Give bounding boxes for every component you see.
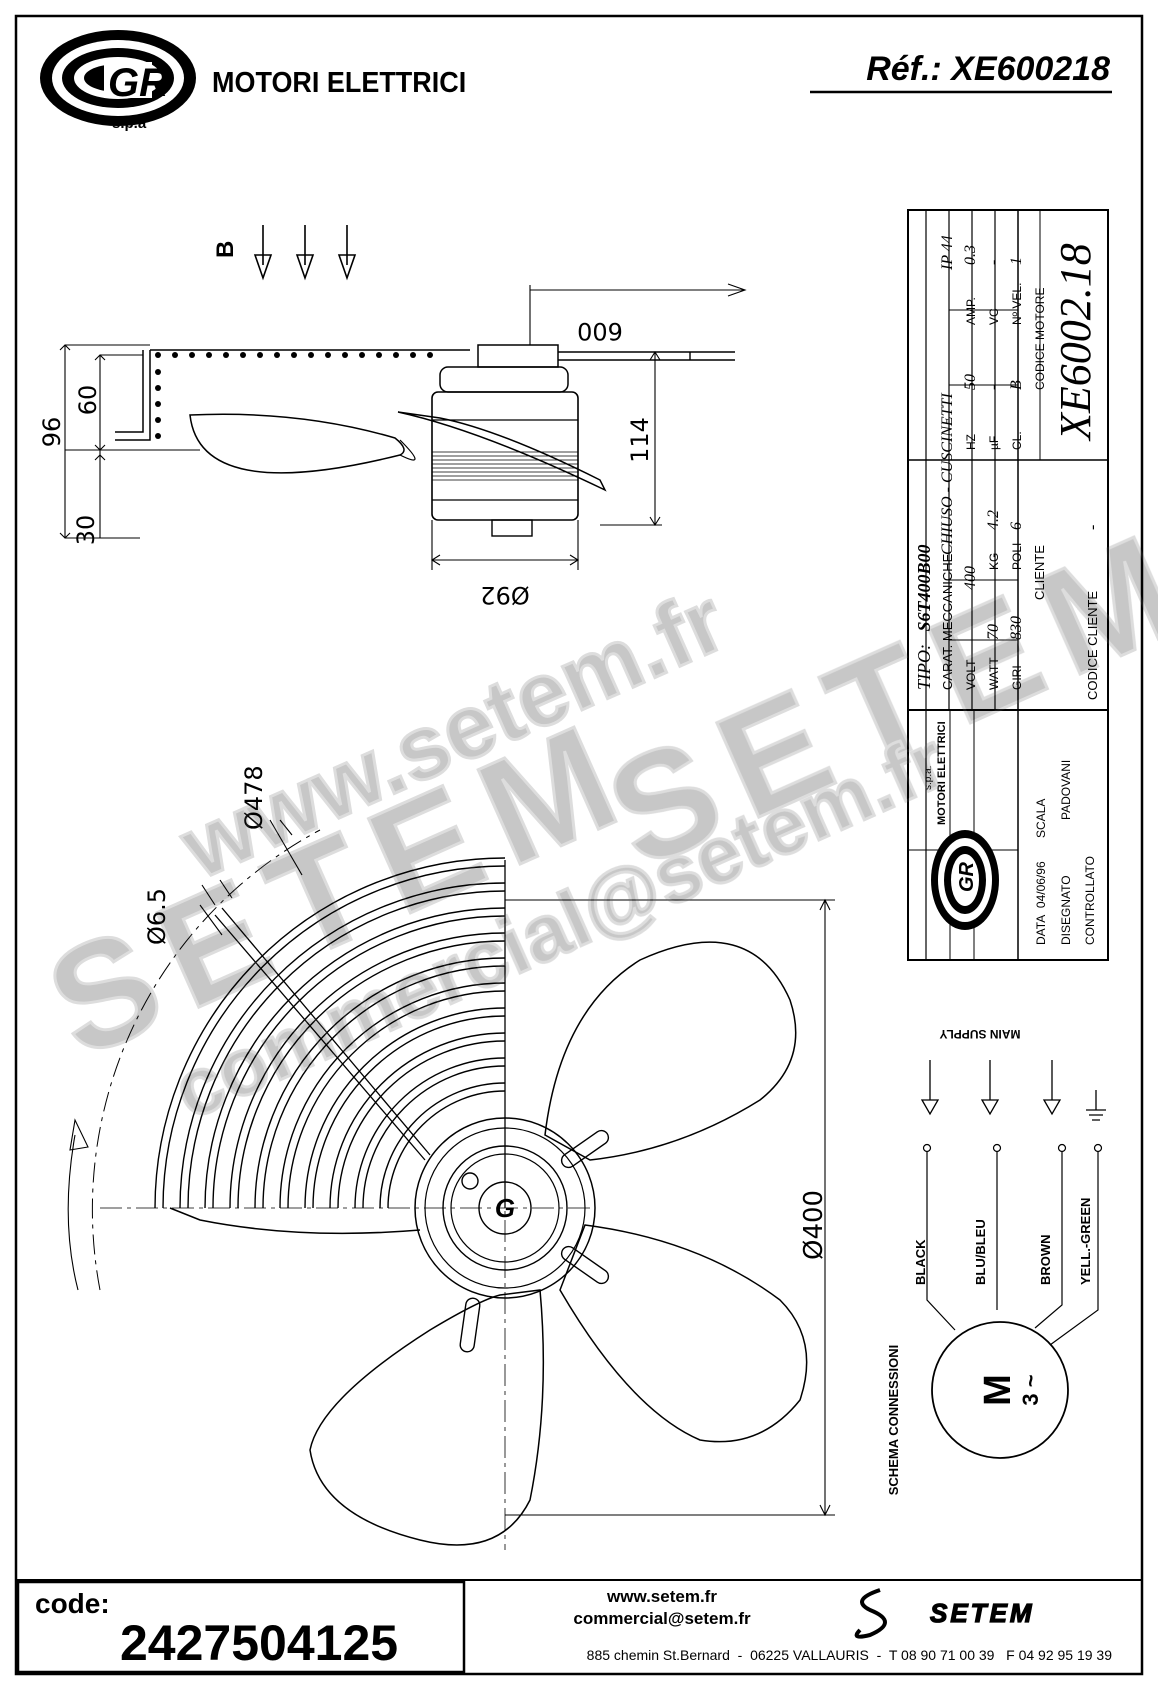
svg-text:DATA 04/06/96: DATA 04/06/96 [1034, 861, 1048, 945]
uf-value: - [985, 385, 1002, 390]
view-label: B [212, 241, 239, 258]
motor-phase: 3 ~ [1018, 1374, 1043, 1405]
dim-motor-diameter: Ø92 [480, 581, 529, 609]
wire-black: BLACK [913, 1239, 928, 1285]
disegnato-value: PADOVANI [1059, 760, 1073, 820]
codice-cliente-value: - [1084, 525, 1101, 530]
grille-side-rods [155, 352, 433, 439]
volt-label: VOLT [964, 659, 978, 690]
vc-label: VC [987, 308, 1001, 325]
dim-grille-diameter: Ø478 [240, 765, 268, 830]
footer-address: 885 chemin St.Bernard - 06225 VALLAURIS … [587, 1647, 1113, 1663]
volt-value: 400 [962, 566, 979, 590]
svg-text:GR: GR [108, 61, 168, 105]
logo-company-small: MOTORI ELETTRICI [936, 721, 948, 825]
scala-label: SCALA [1034, 799, 1048, 838]
amp-label: AMP. [964, 297, 978, 325]
dim-height-grille: 60 [74, 385, 102, 416]
svg-text:GR: GR [956, 861, 978, 892]
dim-height-base: 30 [72, 515, 100, 546]
data-label: DATA [1034, 915, 1048, 945]
schema-label: SCHEMA CONNESSIONI [886, 1345, 901, 1495]
poli-value: 6 [1008, 522, 1025, 530]
grille-rings [154, 857, 506, 1209]
nvel-value: 1 [1008, 257, 1025, 265]
svg-text:G: G [495, 1193, 515, 1223]
front-view: G [67, 819, 835, 1550]
data-value: 04/06/96 [1034, 861, 1048, 908]
watt-label: WATT [987, 657, 1001, 690]
dim-blade-diameter: Ø400 [799, 1190, 829, 1260]
wire-blue: BLU/BLEU [973, 1219, 988, 1285]
dim-height-total: 96 [38, 417, 66, 448]
carat-label: CARAT. MECCANICHE [940, 553, 955, 690]
amp-value: 0.3 [962, 245, 979, 265]
company-name: MOTORI ELETTRICI [212, 66, 466, 98]
side-view [59, 225, 747, 570]
title-block-text: TIPO: S6T400B00 CARAT. MECCANICHE CHIUSO… [914, 235, 1101, 945]
title-block-logo: GR MOTORI ELETTRICI s.p.a. [923, 721, 999, 930]
footer: code: 2427504125 www.setem.fr commercial… [16, 1579, 1142, 1674]
dim-motor-height: 114 [626, 417, 654, 463]
setem-brand: SETEM [930, 1598, 1035, 1628]
company-logo: GR s.p.a [40, 30, 196, 132]
footer-email: commercial@setem.fr [573, 1609, 751, 1628]
codice-motore-label: CODICE MOTORE [1033, 288, 1047, 390]
logo-suffix-small: s.p.a. [923, 766, 934, 790]
hz-label: HZ [964, 434, 978, 450]
ip-rating: IP 44 [939, 235, 956, 271]
code-box [16, 1580, 466, 1674]
uf-label: µF [987, 436, 1001, 450]
logo-suffix: s.p.a [112, 115, 147, 132]
disegnato-label: DISEGNATO [1059, 875, 1073, 945]
wire-earth: YELL.-GREEN [1078, 1198, 1093, 1285]
tipo-value: S6T400B00 [914, 544, 934, 631]
giri-label: GIRI [1010, 665, 1024, 690]
cliente-label: CLIENTE [1032, 545, 1047, 600]
code-value: 2427504125 [120, 1615, 398, 1671]
footer-website: www.setem.fr [606, 1587, 717, 1606]
tipo-label: TIPO: [914, 644, 934, 690]
motor-symbol: M [977, 1374, 1019, 1406]
sheet-border [14, 14, 1144, 1676]
controllato-label: CONTROLLATO [1083, 856, 1097, 945]
main-supply-label: MAIN SUPPLY [940, 1027, 1021, 1041]
cl-label: CL. [1010, 431, 1024, 450]
codice-motore-value: XE6002.18 [1051, 243, 1100, 442]
cl-value: B [1008, 380, 1025, 390]
wire-brown: BROWN [1038, 1234, 1053, 1285]
poli-label: POLI [1010, 543, 1024, 570]
dim-cable-length: 600 [577, 317, 623, 345]
watt-value: 70 [985, 624, 1002, 640]
reference-number: Réf.: XE600218 [866, 50, 1110, 88]
vc-value: - [985, 260, 1002, 265]
kg-value: 4.2 [985, 510, 1002, 530]
svg-text:TIPO: S6T400B00: TIPO: S6T400B00 [914, 544, 934, 690]
carat-value: CHIUSO - CUSCINETTI [939, 393, 956, 555]
airflow-arrows [253, 225, 357, 281]
wiring-diagram [920, 1060, 1106, 1459]
setem-logo: SETEM [854, 1588, 1035, 1639]
kg-label: KG [987, 553, 1001, 570]
hz-value: 50 [962, 374, 979, 390]
codice-cliente-label: CODICE CLIENTE [1085, 591, 1100, 700]
nvel-label: Nº VEL. [1010, 283, 1024, 325]
code-label: code: [35, 1588, 110, 1619]
giri-value: 830 [1008, 616, 1025, 640]
dim-hole-diameter: Ø6.5 [143, 888, 171, 945]
